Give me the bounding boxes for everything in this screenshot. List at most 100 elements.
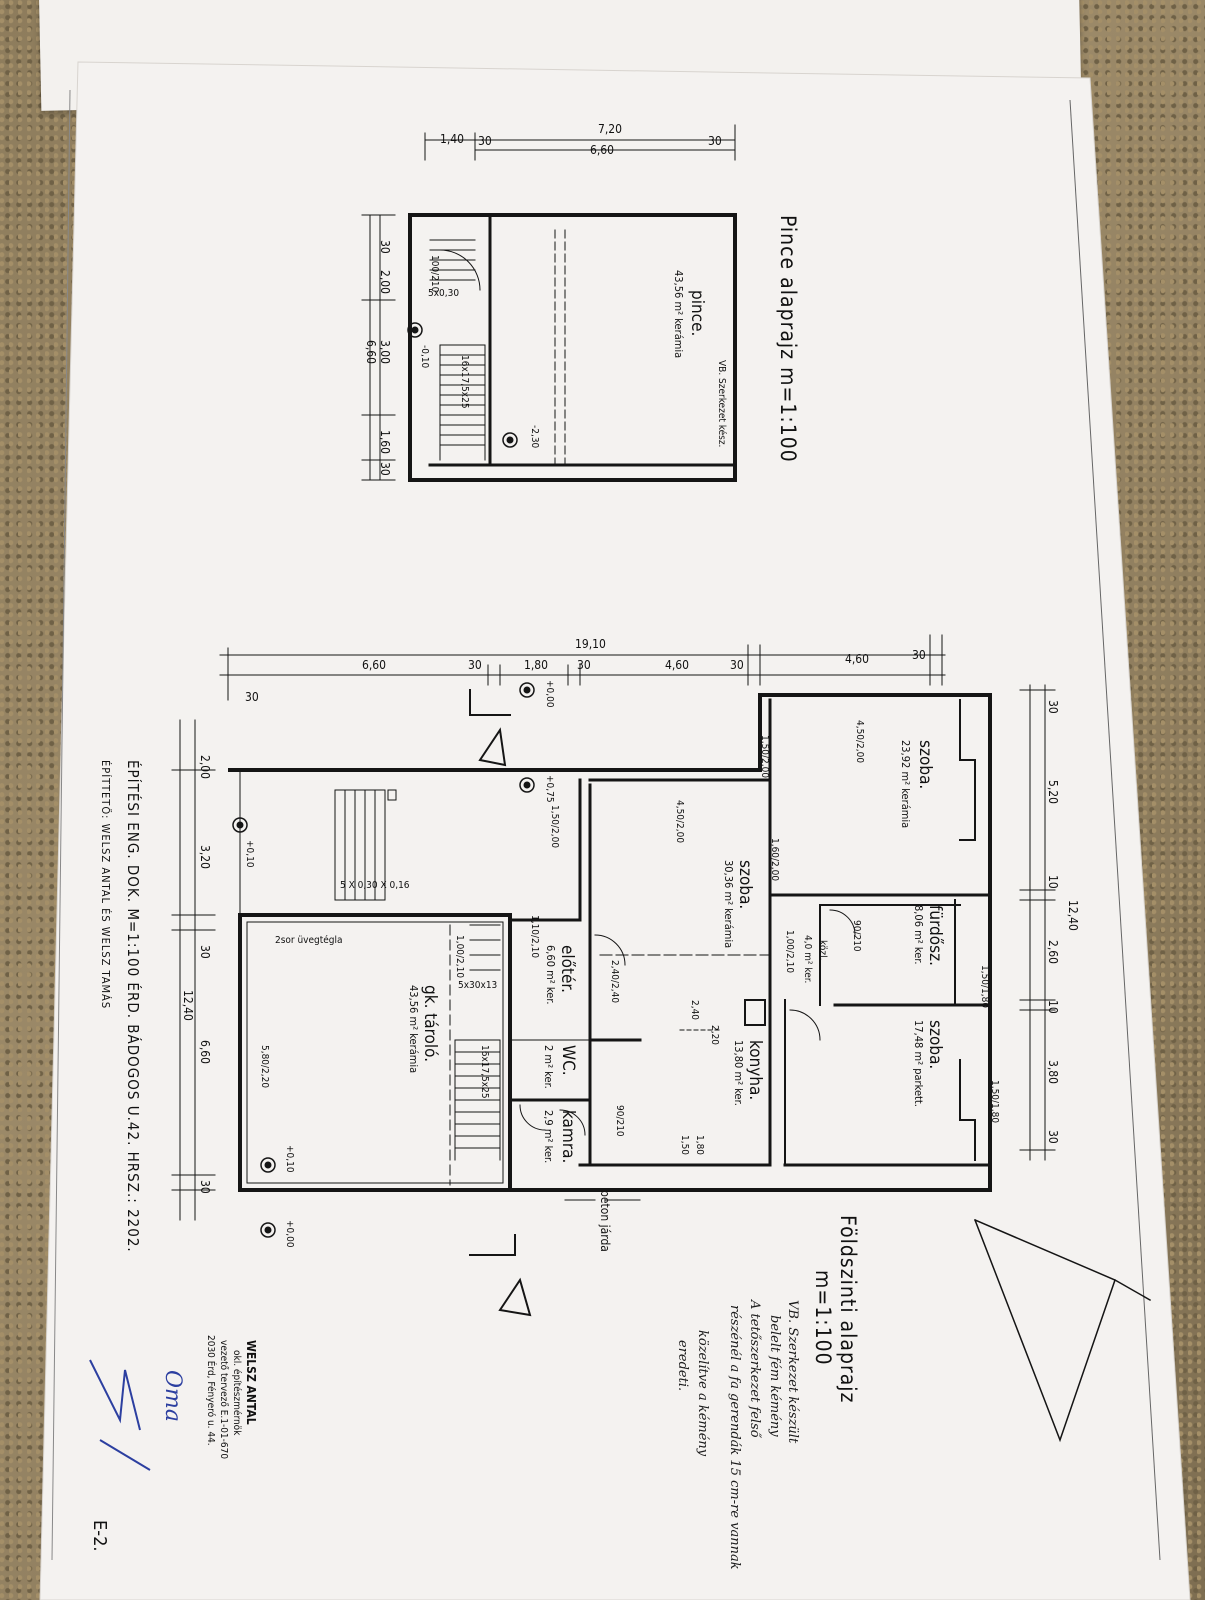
opening-15: 1,80 bbox=[694, 1135, 705, 1156]
opening-6: 90/210 bbox=[851, 920, 862, 952]
note-line-2: A tetőszerkezet felső bbox=[747, 1300, 762, 1438]
opening-2: 4,50/2,00 bbox=[674, 800, 685, 844]
ground-dim-right-5: 3,80 bbox=[1046, 1060, 1060, 1085]
room-name-1: szoba. bbox=[735, 860, 755, 910]
opening-7: 1,50/1,80 bbox=[979, 965, 990, 1009]
opening-14: 90/210 bbox=[614, 1105, 625, 1137]
basement-title: Pince alaprajz m=1:100 bbox=[776, 215, 800, 463]
basement-dim-right: 30 bbox=[708, 134, 722, 148]
stamp-line-2: vezető tervező E.1-01-670 bbox=[218, 1340, 229, 1460]
room-area-4: 13,80 m² ker. bbox=[732, 1040, 745, 1106]
room-area-9: 4,0 m² ker. bbox=[802, 935, 813, 984]
ground-dim-top-7: 30 bbox=[912, 648, 926, 662]
ground-dim-right-3: 2,60 bbox=[1046, 940, 1060, 965]
stairs-small-label: 5x30x13 bbox=[458, 980, 498, 991]
ground-dim-top-2: 1,80 bbox=[524, 658, 549, 672]
room-area-8: 2,9 m² ker. bbox=[542, 1110, 555, 1164]
opening-8: 1,50/1,80 bbox=[989, 1080, 1000, 1124]
basement-dim-left-total: 6,60 bbox=[364, 340, 378, 365]
opening-12: 2,40 bbox=[689, 1000, 700, 1021]
opening-4: 1,60/2,00 bbox=[769, 838, 780, 882]
level-1: +0,75 bbox=[544, 775, 555, 803]
basement-room-name: pince. bbox=[687, 290, 707, 337]
ground-dim-left-0: 2,00 bbox=[198, 755, 212, 780]
room-name-6: gk. tároló. bbox=[420, 985, 440, 1063]
room-area-0: 23,92 m² kerámia bbox=[899, 740, 912, 829]
opening-3: 1,50/2,00 bbox=[549, 805, 560, 849]
opening-13: 2,20 bbox=[709, 1025, 720, 1046]
sheet-number: E-2. bbox=[89, 1520, 110, 1552]
opening-1: 1,50/2,00 bbox=[759, 735, 770, 779]
basement-room-area: 43,56 m² kerámia bbox=[672, 270, 685, 359]
basement-stairs-side: 16x17,5x25 bbox=[459, 355, 470, 409]
opening-17: 5,80/2,20 bbox=[259, 1045, 270, 1089]
ground-title: Földszinti alaprajz bbox=[836, 1215, 860, 1404]
basement-dim-left-d: 1,60 bbox=[378, 430, 392, 455]
ground-dim-top-total: 19,10 bbox=[575, 637, 606, 651]
level-0: +0,00 bbox=[544, 680, 555, 708]
stairs-down-label: 16x17,5x25 bbox=[479, 1045, 490, 1099]
stamp-line-3: 2030 Érd, Fényeró u. 44. bbox=[205, 1335, 216, 1446]
footer-line-1: ÉPÍTÉSI ENG. DOK. M=1:100 ÉRD. BÁDOGOS U… bbox=[124, 760, 142, 1253]
ground-dim-left-total: 12,40 bbox=[181, 990, 195, 1021]
note-line-1: belelt fém kémény bbox=[767, 1315, 782, 1437]
ground-dim-right-0: 30 bbox=[1046, 700, 1060, 714]
room-area-6: 43,56 m² kerámia bbox=[407, 985, 420, 1074]
room-name-4: konyha. bbox=[745, 1040, 765, 1101]
basement-dim-inner: 6,60 bbox=[590, 143, 615, 157]
ground-dim-top-0: 6,60 bbox=[362, 658, 387, 672]
footer-line-2: ÉPÍTTETŐ: WELSZ ANTAL ÉS WELSZ TAMÁS bbox=[99, 760, 112, 1010]
ground-dim-right-6: 30 bbox=[1046, 1130, 1060, 1144]
room-area-2: 8,06 m² ker. bbox=[912, 905, 925, 965]
ground-dim-top-4: 4,60 bbox=[665, 658, 690, 672]
basement-stamp: VB. Szerkezet kész. bbox=[716, 360, 727, 448]
ground-dim-top-3: 30 bbox=[577, 658, 591, 672]
ground-dim-left-2: 30 bbox=[198, 945, 212, 959]
ground-dim-right-2: 10 bbox=[1046, 875, 1060, 889]
ground-dim-right-4: 10 bbox=[1046, 1000, 1060, 1014]
stamp-line-1: okl. építészmérnök bbox=[231, 1350, 242, 1436]
ground-dim-top-6: 4,60 bbox=[845, 652, 870, 666]
level-2: +0,10 bbox=[244, 840, 255, 868]
opening-0: 4,50/2,00 bbox=[854, 720, 865, 764]
room-area-5: 6,60 m² ker. bbox=[544, 945, 557, 1005]
room-area-7: 2 m² ker. bbox=[542, 1045, 555, 1089]
note-line-4: közelítve a kémény bbox=[695, 1330, 710, 1457]
stamp-name: WELSZ ANTAL bbox=[244, 1340, 258, 1425]
opening-11: 2,40/2,40 bbox=[609, 960, 620, 1004]
note-line-3: részénél a fa gerendák 15 cm-re vannak bbox=[727, 1305, 742, 1570]
opening-9: 1,00/2,10 bbox=[454, 935, 465, 979]
signature: Oma bbox=[160, 1370, 185, 1423]
level-3: +0,10 bbox=[284, 1145, 295, 1173]
glass-label: 2sor üvegtégla bbox=[275, 935, 343, 946]
room-name-5: előtér. bbox=[557, 945, 577, 994]
opening-16: 1,50 bbox=[679, 1135, 690, 1156]
basement-dim-left-c: 3,00 bbox=[378, 340, 392, 365]
note-line-5: eredeti. bbox=[675, 1340, 690, 1392]
ground-dim-left-1: 3,20 bbox=[198, 845, 212, 870]
room-name-7: WC. bbox=[558, 1045, 578, 1076]
basement-level-low: -2,30 bbox=[529, 425, 540, 449]
ground-dim-top-1: 30 bbox=[468, 658, 482, 672]
ground-dim-left-3: 6,60 bbox=[198, 1040, 212, 1065]
room-area-1: 30,36 m² kerámia bbox=[722, 860, 735, 949]
ground-dim-top-left-wall: 30 bbox=[245, 690, 259, 704]
basement-dim-left-e: 30 bbox=[378, 462, 392, 476]
basement-level-mid: -0,10 bbox=[419, 345, 430, 369]
stairs-main-label: 5 X 0,30 X 0,16 bbox=[340, 880, 410, 891]
note-line-0: VB. Szerkezet készült bbox=[785, 1300, 800, 1444]
basement-dim-total: 7,20 bbox=[598, 122, 623, 136]
ground-dim-right-1: 5,20 bbox=[1046, 780, 1060, 805]
basement-dim-left: 1,40 bbox=[440, 132, 465, 146]
room-name-2: fürdősz. bbox=[925, 905, 945, 966]
beton-label: beton járda bbox=[598, 1190, 612, 1252]
ground-scale: m=1:100 bbox=[811, 1270, 835, 1366]
basement-door: 100/210 bbox=[429, 255, 440, 293]
basement-dim-left2: 30 bbox=[478, 134, 492, 148]
basement-dim-left-b: 2,00 bbox=[378, 270, 392, 295]
room-name-3: szoba. bbox=[925, 1020, 945, 1070]
ground-dim-left-4: 30 bbox=[198, 1180, 212, 1194]
opening-5: 1,00/2,10 bbox=[784, 930, 795, 974]
